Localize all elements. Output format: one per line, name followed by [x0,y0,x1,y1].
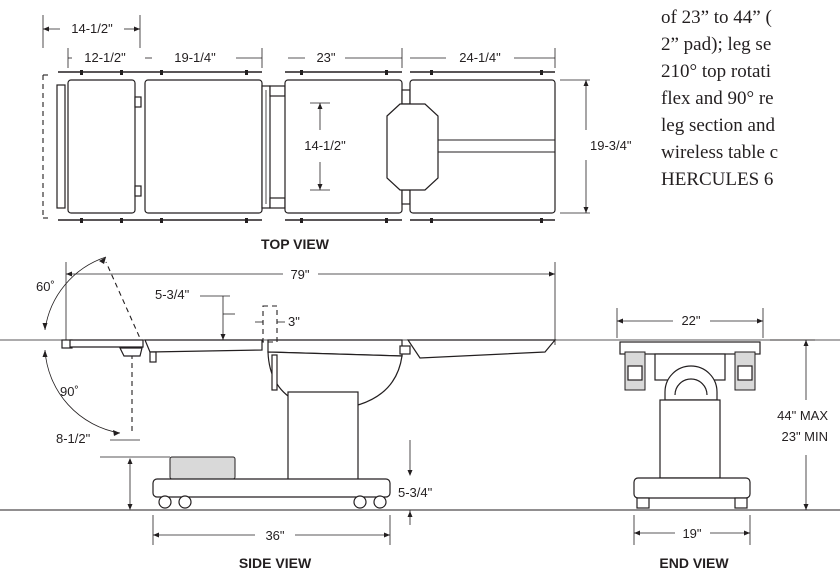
end-view-title: END VIEW [659,555,729,571]
caster [734,497,748,509]
head-clamp-bracket [119,347,143,357]
dim-leg-section: 24-1/4" [459,50,501,65]
arrow-head [317,184,323,190]
dim-head-drop: 8-1/2" [56,431,91,446]
arrow-head [66,271,72,277]
arrow-head [42,350,48,357]
arrow-head [549,271,555,277]
dim-head-section: 12-1/2" [84,50,126,65]
body-line-3: 210° top rotati [661,61,771,82]
arrow-head [134,26,140,32]
carriage-rod [271,354,278,391]
back-section-pad [144,79,263,214]
hinge-pin [134,185,142,197]
rail-ticks [80,70,543,223]
arrow-head [113,430,120,436]
dim-base-width: 19" [682,526,701,541]
leg-hinge [399,345,411,355]
arrow-head [127,504,133,510]
column-yoke-inner [674,378,708,396]
body-line-5: leg section and [661,115,775,136]
arrow-head [634,530,640,536]
arrow-head [127,458,133,464]
body-line-1: of 23” to 44” ( [661,7,772,28]
arrow-head [99,257,106,264]
back-section-profile [144,339,263,353]
arrow-head [384,532,390,538]
arrow-head [220,334,226,340]
dim-height-max: 44" MAX [777,408,828,423]
arrow-head [583,207,589,213]
dim-height-min: 23" MIN [781,429,828,444]
head-section-pad [67,79,136,214]
head-section-profile [69,339,144,348]
dim-head-up-angle: 60˚ [36,279,55,294]
head-up-position [105,261,144,346]
base [152,478,391,498]
description-text: of 23” to 44” ( 2” pad); leg se 210° top… [661,7,778,190]
body-line-4: flex and 90° re [661,88,774,109]
body-line-6: wireless table c [661,142,778,163]
dim-width: 19-3/4" [590,138,632,153]
head-down-arc [44,349,121,434]
joint-block [401,189,411,205]
clamp-knob [737,365,753,381]
caster-wheel [353,495,367,509]
dim-head-overall: 14-1/2" [71,21,113,36]
arrow-head [617,318,623,324]
caster-wheel [373,495,387,509]
caster [636,497,650,509]
end-view: 22" 44" MAX 23" MIN 19" END VIEW [616,308,828,571]
arrow-head [407,470,413,476]
arrow-head [803,504,809,510]
dim-base-height: 5-3/4" [398,485,433,500]
dim-column-offset: 3" [288,314,300,329]
arrow-head [757,318,763,324]
caster-wheel [178,495,192,509]
joint-block [269,85,286,97]
arrow-head [407,511,413,517]
clamp-knob [627,365,643,381]
arrow-head [744,530,750,536]
arrow-head [583,80,589,86]
leg-section-profile [406,339,557,359]
caster-wheel [158,495,172,509]
dim-inner-width: 14-1/2" [304,138,346,153]
arrow-head [317,103,323,109]
dim-back-section: 19-1/4" [174,50,216,65]
body-line-2: 2” pad); leg se [661,34,771,55]
side-view: 79" 60˚ 90˚ 5-3/4" 3" [0,256,840,571]
dim-base-length: 36" [265,528,284,543]
arrow-head [42,323,48,330]
column [287,391,359,483]
dim-head-down-angle: 90˚ [60,384,79,399]
perineal-cutout [386,103,439,191]
column-ghost [262,305,278,343]
dim-seat-section: 23" [316,50,335,65]
side-view-title: SIDE VIEW [239,555,312,571]
head-up-arc [44,256,107,331]
end-column [659,399,721,479]
body-line-7: HERCULES 6 [661,169,773,190]
top-view: 14-1/2" 12-1/2" 19-1/4" 23" 24-1/4" [42,15,632,252]
head-bracket [56,84,66,209]
joint-block [401,89,411,105]
hinge-pin [134,96,142,108]
dim-overall-length: 79" [290,267,309,282]
arrow-head [803,340,809,346]
dim-top-width: 22" [681,313,700,328]
arrow-head [43,26,49,32]
joint-block [269,197,286,209]
dim-pad-height: 5-3/4" [155,287,190,302]
top-view-title: TOP VIEW [261,236,330,252]
arrow-head [153,532,159,538]
knob [149,351,157,363]
control-box [169,456,236,480]
end-base [633,477,751,499]
